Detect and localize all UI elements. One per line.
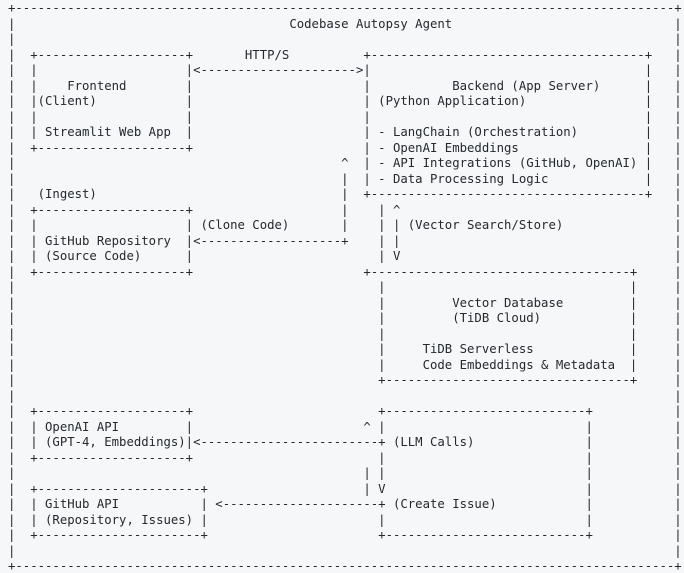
codebase-autopsy-diagram: +---------------------------------------… bbox=[8, 1, 682, 573]
ascii-architecture-diagram: +---------------------------------------… bbox=[8, 1, 682, 573]
